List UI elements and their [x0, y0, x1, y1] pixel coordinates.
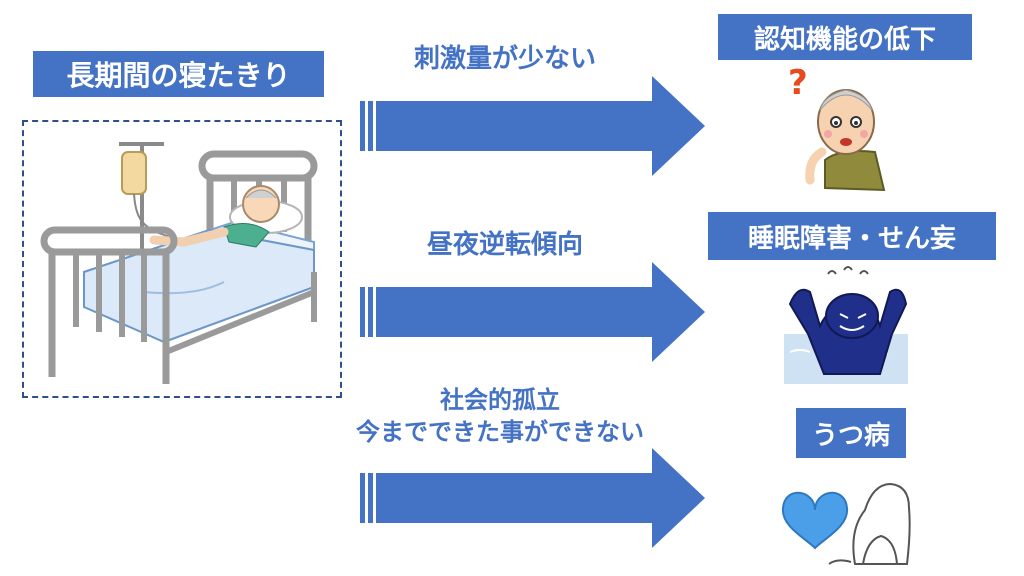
sad-person-heart-illustration [775, 460, 915, 572]
source-label: 長期間の寝たきり [33, 51, 324, 97]
svg-text:?: ? [788, 63, 808, 103]
confused-elderly-man-illustration: ? [780, 60, 890, 200]
arrow-3 [360, 448, 705, 548]
effect-2-label: 睡眠障害・せん妄 [708, 212, 996, 260]
effect-3-label: うつ病 [796, 408, 906, 458]
arrow-2 [360, 262, 705, 362]
cause-3-label-line-1: 社会的孤立 [440, 386, 560, 414]
cause-3-label-line-2: 今までできた事ができない [356, 418, 644, 446]
cause-1-label: 刺激量が少ない [413, 44, 596, 74]
effect-1-label: 認知機能の低下 [718, 14, 972, 60]
shadow-monster-illustration [780, 264, 912, 384]
cause-2-label: 昼夜逆転傾向 [426, 230, 583, 260]
hospital-bed-illustration [22, 120, 342, 398]
arrow-1 [360, 76, 705, 176]
